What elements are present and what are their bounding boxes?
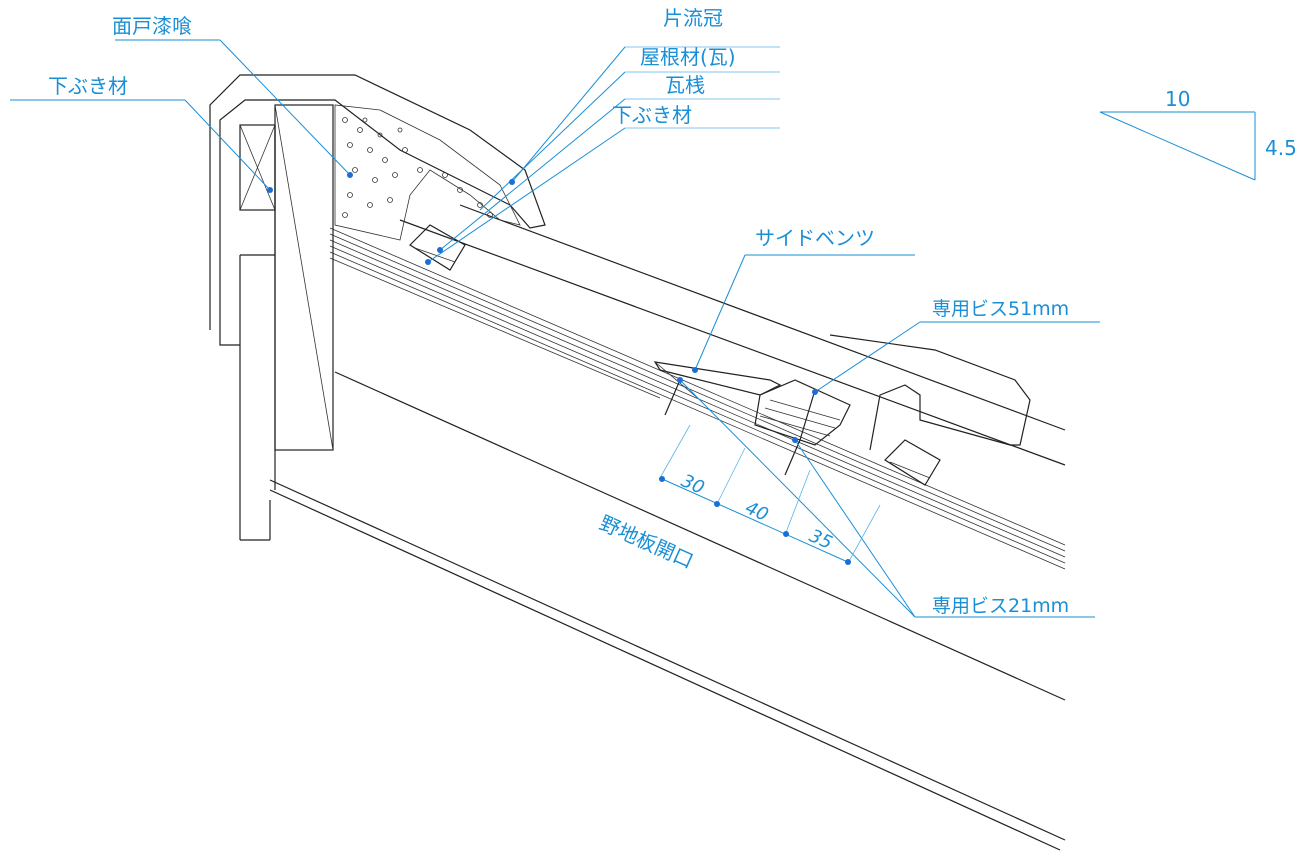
label-screw-51: 専用ビス51mm <box>932 298 1069 320</box>
tile-battens <box>409 224 941 486</box>
ridge-cap <box>209 74 546 346</box>
label-noji-ita-kaikou: 野地板開口 <box>596 511 697 574</box>
leader-lines <box>10 39 1256 618</box>
label-katanagare-kanmuri: 片流冠 <box>663 6 723 30</box>
slope-run: 10 <box>1165 87 1190 111</box>
gable-members <box>239 104 334 541</box>
dimension-35: 35 <box>806 525 835 554</box>
slope-rise: 4.5 <box>1265 136 1297 160</box>
label-side-vents: サイドベンツ <box>755 226 875 250</box>
tile-profile-right <box>829 334 1031 451</box>
label-shitabuki-left: 下ぶき材 <box>48 74 128 98</box>
label-shitabuki-right: 下ぶき材 <box>612 103 692 127</box>
label-screw-21: 専用ビス21mm <box>932 595 1069 617</box>
roof-structure <box>269 204 1066 851</box>
dimension-line <box>659 424 881 565</box>
dimension-30: 30 <box>678 470 707 499</box>
label-mendo-shikkui: 面戸漆喰 <box>112 14 192 38</box>
label-yane-zai: 屋根材(瓦) <box>640 45 736 69</box>
screws <box>664 379 816 476</box>
label-kawara-san: 瓦桟 <box>665 73 705 97</box>
leader-dots <box>267 172 818 443</box>
dimension-40: 40 <box>742 497 771 526</box>
mortar-fill <box>334 104 521 241</box>
